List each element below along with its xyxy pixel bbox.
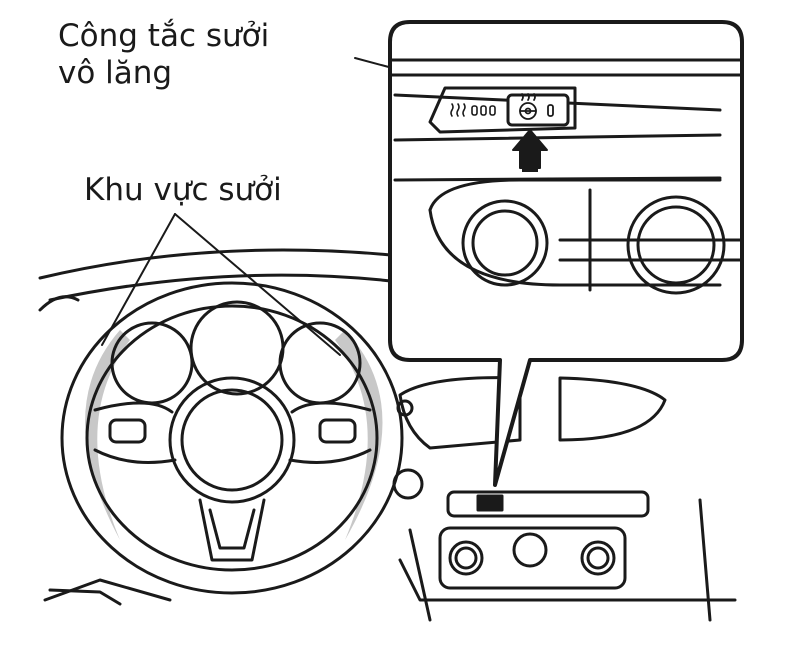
switch-label-line2: vô lăng (58, 55, 269, 92)
heated-zone (85, 330, 383, 540)
steering-heater-switch-label: Công tắc sưởi vô lăng (58, 18, 269, 91)
steering-wheel (62, 283, 402, 593)
switch-label-line1: Công tắc sưởi (58, 18, 269, 55)
heating-zone-label: Khu vực sưởi (84, 172, 282, 209)
center-console (394, 378, 665, 588)
